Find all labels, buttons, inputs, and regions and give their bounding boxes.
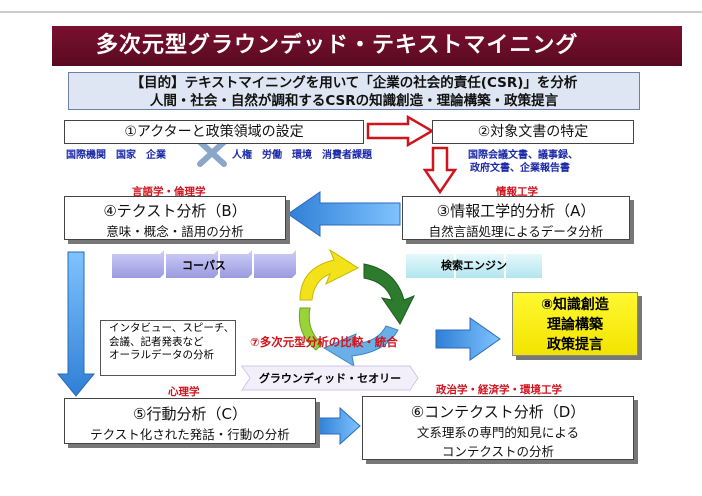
red-arrow-right [366, 114, 435, 148]
grounded-theory-band [241, 365, 419, 391]
step5-sub: テクスト化された発話・行動の分析 [90, 427, 290, 442]
step5-box: ⑤行動分析（C） テクスト化された発話・行動の分析 [64, 398, 316, 444]
cross-arrows-icon [197, 139, 227, 167]
oral-data-line-2: 会議、記者発表など [109, 335, 204, 348]
step6-sub-1: 文系理系の専門的知見による [416, 425, 580, 440]
step8-box: ⑧知識創造 理論構築 政策提言 [512, 292, 638, 356]
step4-sub: 意味・概念・語用の分析 [106, 224, 244, 239]
step8-line-2: 理論構築 [547, 317, 603, 333]
step8-line-1: ⑧知識創造 [541, 297, 609, 313]
oral-data-line-1: インタビュー、スピーチ、 [109, 322, 235, 334]
step6-box: ⑥コンテクスト分析（D） 文系理系の専門的知見による コンテクストの分析 [362, 396, 634, 460]
blue-arrow-down [56, 251, 96, 397]
search-engine-band [406, 254, 542, 278]
docs-line-1: 国際会議文書、議事録、 [468, 150, 578, 161]
corpus-label: コーパス [182, 259, 226, 272]
purpose-line-2: 人間・社会・自然が調和するCSRの知識創造・理論構築・政策提言 [149, 93, 559, 109]
oral-data-box: インタビュー、スピーチ、 会議、記者発表など オーラルデータの分析 [100, 320, 236, 376]
step1-box: ①アクターと政策領域の設定 [64, 120, 364, 144]
blue-arrow-right [317, 406, 361, 446]
step2-box: ②対象文書の特定 [432, 120, 634, 144]
step4-box: ④テクスト分析（B） 意味・概念・語用の分析 [64, 196, 286, 240]
step5-label: ⑤行動分析（C） [133, 405, 247, 423]
step5-field: 心理学 [168, 386, 200, 398]
purpose-box: 【目的】テキストマイニングを用いて「企業の社会的責任(CSR)」を分析 人間・社… [68, 72, 640, 110]
step6-sub-2: コンテクストの分析 [441, 444, 555, 459]
actors-left: 国際機関 国家 企業 [66, 150, 166, 161]
step7-label: ⑦多次元型分析の比較・統合 [250, 335, 398, 349]
step3-label: ③情報工学的分析（A） [436, 202, 596, 220]
docs-line-2: 政府文書、企業報告書 [470, 163, 570, 174]
step6-field: 政治学・経済学・環境工学 [436, 384, 562, 396]
blue-arrow-left [287, 191, 401, 237]
actors-right: 人権 労働 環境 消費者課題 [232, 150, 372, 161]
corpus-band [112, 250, 296, 278]
step6-label: ⑥コンテクスト分析（D） [410, 403, 586, 421]
red-arrow-down [422, 146, 458, 195]
step4-field: 言語学・倫理学 [132, 186, 206, 198]
step3-sub: 自然言語処理によるデータ分析 [428, 224, 604, 239]
step8-line-3: 政策提言 [547, 337, 603, 353]
step3-box: ③情報工学的分析（A） 自然言語処理によるデータ分析 [402, 196, 630, 240]
cycle-arrows-icon [298, 248, 416, 368]
grounded-theory-label: グラウンディッド・セオリー [258, 372, 402, 385]
blue-arrow-to-insight [435, 317, 501, 361]
step4-label: ④テクスト分析（B） [103, 202, 247, 220]
search-engine-label: 検索エンジン [441, 259, 507, 272]
purpose-line-1: 【目的】テキストマイニングを用いて「企業の社会的責任(CSR)」を分析 [130, 75, 578, 91]
page-title: 多次元型グラウンデッド・テキストマイニング [52, 26, 682, 66]
step3-field: 情報工学 [496, 186, 538, 198]
oral-data-line-3: オーラルデータの分析 [109, 349, 214, 361]
